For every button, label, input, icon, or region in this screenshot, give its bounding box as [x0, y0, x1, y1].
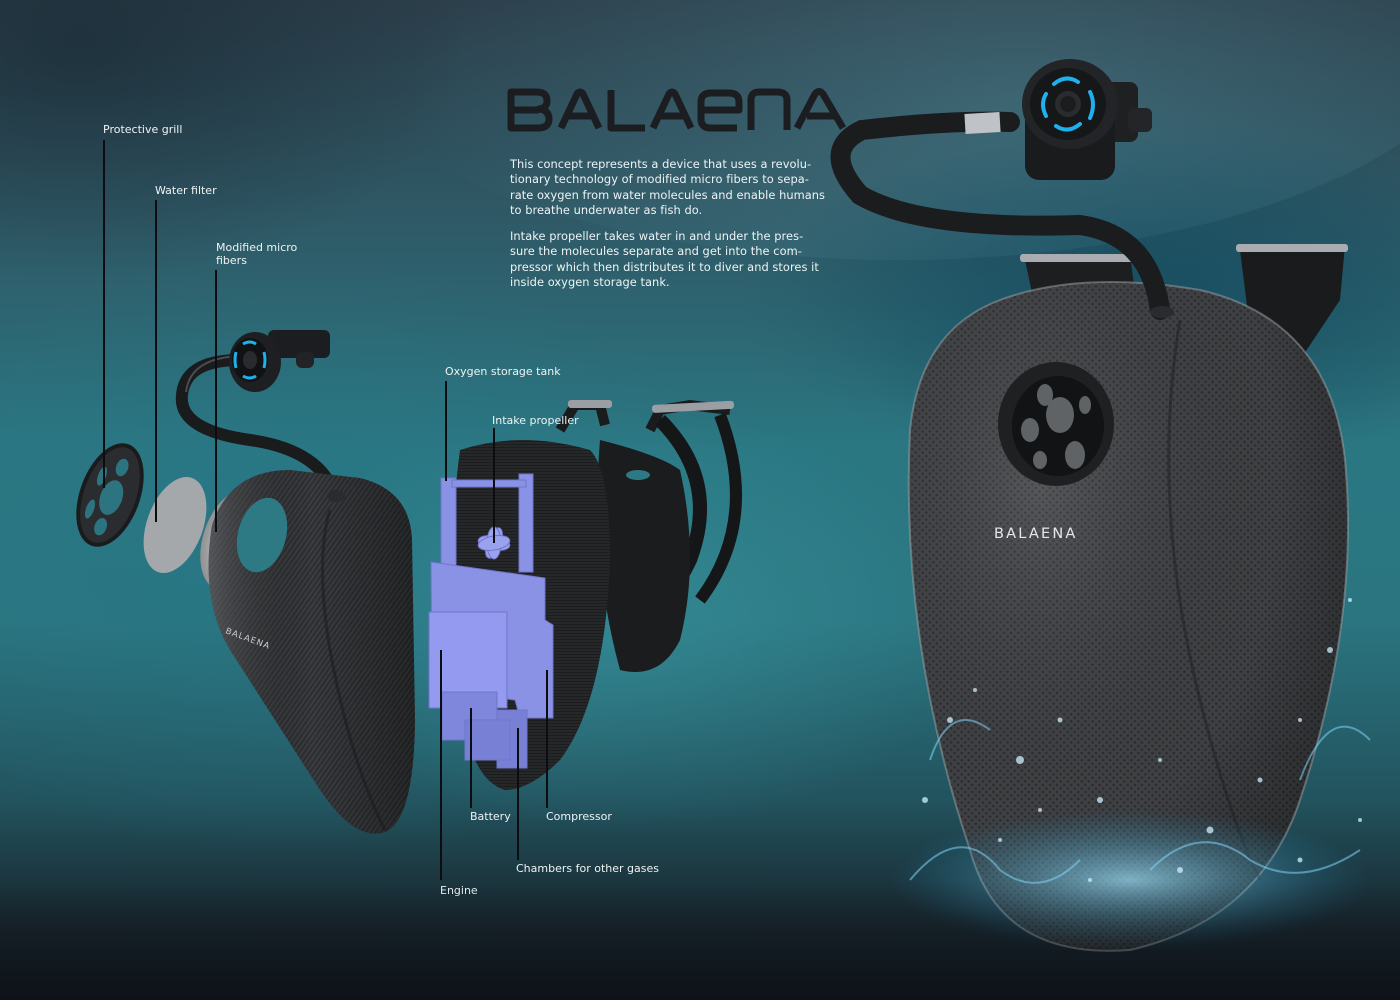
label-battery: Battery — [470, 810, 511, 823]
leader-line — [546, 670, 548, 808]
label-oxygen-storage-tank: Oxygen storage tank — [445, 365, 561, 378]
leader-line — [470, 708, 472, 808]
label-protective-grill: Protective grill — [103, 123, 183, 136]
bottom-vignette — [0, 880, 1400, 1000]
label-intake-propeller: Intake propeller — [492, 414, 579, 427]
label-chambers-for-other-gases: Chambers for other gases — [516, 862, 659, 875]
leader-line — [215, 270, 217, 532]
leader-line — [103, 140, 105, 488]
description-paragraph: This concept represents a device that us… — [510, 157, 826, 217]
leader-line — [517, 728, 519, 860]
exploded-device-illustration: BALAENA — [76, 330, 415, 834]
concept-description: This concept represents a device that us… — [510, 157, 828, 301]
description-paragraph: Intake propeller takes water in and unde… — [510, 229, 819, 290]
leader-line — [445, 381, 447, 481]
label-compressor: Compressor — [546, 810, 612, 823]
leader-line — [155, 200, 157, 522]
leader-line — [493, 428, 495, 543]
balaena-logo — [507, 88, 847, 132]
label-modified-micro-fibers: Modified micro fibers — [216, 241, 298, 267]
internal-components-illustration — [428, 399, 742, 790]
leader-line — [440, 650, 442, 880]
device-brand-mark: BALAENA — [994, 526, 1078, 542]
label-water-filter: Water filter — [155, 184, 217, 197]
hero-device-render: BALAENA — [830, 59, 1371, 952]
